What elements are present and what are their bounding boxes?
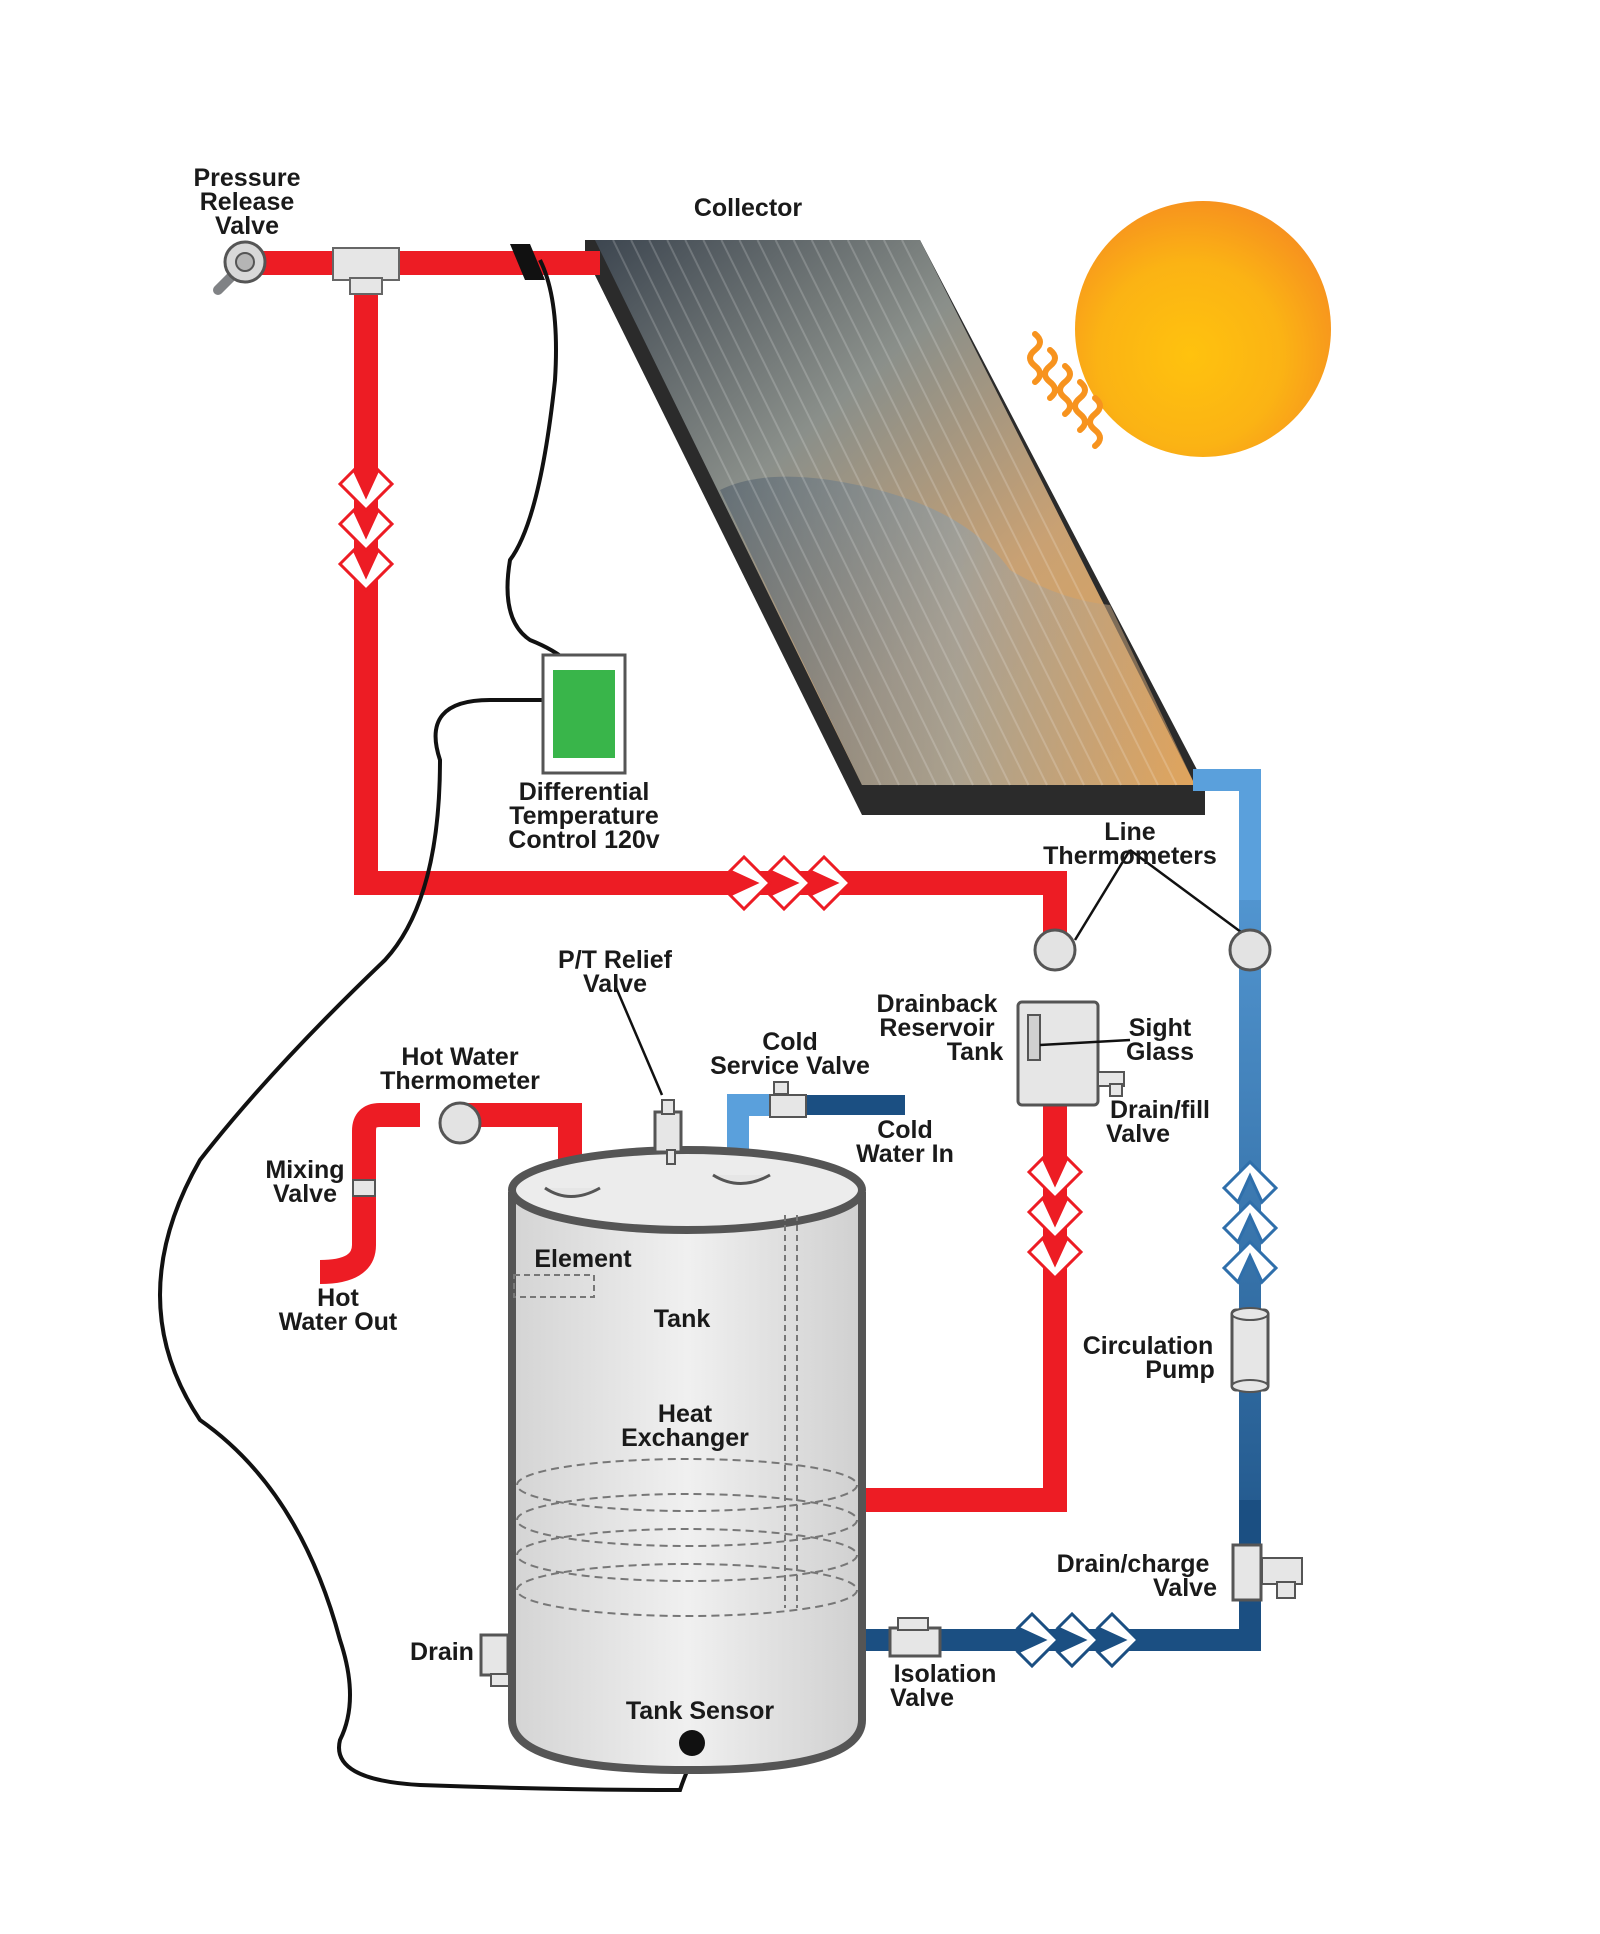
pressure-release-valve: [213, 240, 267, 295]
sight-glass: [1027, 1014, 1041, 1061]
label-tank: Tank: [654, 1305, 711, 1333]
label-drain-charge-1: Drain/charge: [1057, 1550, 1210, 1578]
chevron-arrow-icon: [1221, 1199, 1279, 1245]
label-pt-relief-1: P/T Relief: [558, 946, 673, 974]
label-pressure-release-valve: Pressure: [193, 164, 300, 192]
tee-fitting: [332, 247, 400, 295]
sun-icon: [1027, 201, 1331, 457]
chevron-arrow-icon: [727, 854, 773, 912]
mixing-valve: [352, 1179, 376, 1197]
label-tank-sensor: Tank Sensor: [626, 1697, 774, 1725]
drainback-reservoir-tank: [1016, 1000, 1131, 1107]
controller-screen: [553, 670, 615, 758]
label-hot-water-out-2: Water Out: [279, 1308, 398, 1336]
label-drain-fill-1: Drain/fill: [1110, 1096, 1210, 1124]
line-thermometers: [1033, 848, 1272, 972]
chevron-arrow-icon: [767, 854, 813, 912]
label-cold-service-2: Service Valve: [710, 1052, 870, 1080]
chevron-arrow-icon: [1015, 1611, 1061, 1669]
svg-text:Valve: Valve: [215, 212, 279, 240]
chevron-arrow-icon: [1221, 1159, 1279, 1205]
gauge-icon: [1228, 928, 1272, 972]
label-drain: Drain: [410, 1638, 474, 1666]
isolation-valve: [888, 1617, 942, 1658]
label-cold-water-in-2: Water In: [856, 1140, 954, 1168]
chevron-arrow-icon: [337, 547, 395, 593]
flow-arrows: [337, 467, 1279, 1669]
label-cold-water-in-1: Cold: [877, 1116, 933, 1144]
label-cold-service-1: Cold: [762, 1028, 818, 1056]
label-circulation-pump-2: Pump: [1145, 1356, 1214, 1384]
chevron-arrow-icon: [807, 854, 853, 912]
tank-sensor: [679, 1730, 705, 1756]
labels: Pressure Release Valve Collector Differe…: [193, 164, 1217, 1725]
label-hot-water-thermometer-1: Hot Water: [401, 1043, 518, 1071]
label-drainback-2: Reservoir: [879, 1014, 995, 1042]
pt-relief-valve: [613, 984, 683, 1165]
label-drainback-1: Drainback: [877, 990, 998, 1018]
gauge-icon: [1033, 928, 1077, 972]
storage-tank: [479, 1146, 866, 1775]
chevron-arrow-icon: [1095, 1611, 1141, 1669]
heating-element: [513, 1274, 595, 1298]
differential-temperature-controller: [541, 653, 627, 775]
chevron-arrow-icon: [1221, 1239, 1279, 1285]
label-element: Element: [534, 1245, 632, 1273]
label-drainback-3: Tank: [947, 1038, 1004, 1066]
label-drain-charge-2: Valve: [1153, 1574, 1217, 1602]
label-heat-exchanger-1: Heat: [658, 1400, 713, 1428]
label-differential-2: Temperature: [509, 802, 659, 830]
label-mixing-valve-2: Valve: [273, 1180, 337, 1208]
label-line-thermometers-2: Thermometers: [1043, 842, 1217, 870]
chevron-arrow-icon: [1026, 1235, 1084, 1281]
label-hot-water-out-1: Hot: [317, 1284, 359, 1312]
label-drain-fill-2: Valve: [1106, 1120, 1170, 1148]
chevron-arrow-icon: [1026, 1195, 1084, 1241]
solar-collector: [585, 239, 1205, 815]
cold-service-valve: [769, 1081, 807, 1118]
sensor-wires: [158, 259, 702, 1793]
label-hot-water-thermometer-2: Thermometer: [380, 1067, 540, 1095]
chevron-arrow-icon: [1055, 1611, 1101, 1669]
collector-sensor: [510, 244, 545, 280]
label-heat-exchanger-2: Exchanger: [621, 1424, 749, 1452]
label-differential-1: Differential: [519, 778, 650, 806]
label-collector: Collector: [694, 194, 803, 222]
circulation-pump: [1230, 1307, 1270, 1393]
chevron-arrow-icon: [1026, 1155, 1084, 1201]
label-pressure-release-valve-3: Valve: [215, 212, 279, 240]
label-pressure-release-valve-2: Release: [200, 188, 295, 216]
label-line-thermometers-1: Line: [1104, 818, 1155, 846]
label-sight-glass-1: Sight: [1129, 1014, 1192, 1042]
label-pt-relief-2: Valve: [583, 970, 647, 998]
chevron-arrow-icon: [337, 467, 395, 513]
label-isolation-2: Valve: [890, 1684, 954, 1712]
svg-text:Pressure: Pressure: [193, 164, 300, 192]
drain-charge-valve: [1231, 1543, 1303, 1602]
label-isolation-1: Isolation: [894, 1660, 997, 1688]
label-mixing-valve-1: Mixing: [265, 1156, 344, 1184]
label-circulation-pump-1: Circulation: [1083, 1332, 1214, 1360]
hot-water-thermometer: [438, 1101, 482, 1145]
tank-drain: [479, 1633, 510, 1677]
label-differential-3: Control 120v: [508, 826, 660, 854]
svg-text:Release: Release: [200, 188, 295, 216]
chevron-arrow-icon: [337, 507, 395, 553]
label-sight-glass-2: Glass: [1126, 1038, 1194, 1066]
